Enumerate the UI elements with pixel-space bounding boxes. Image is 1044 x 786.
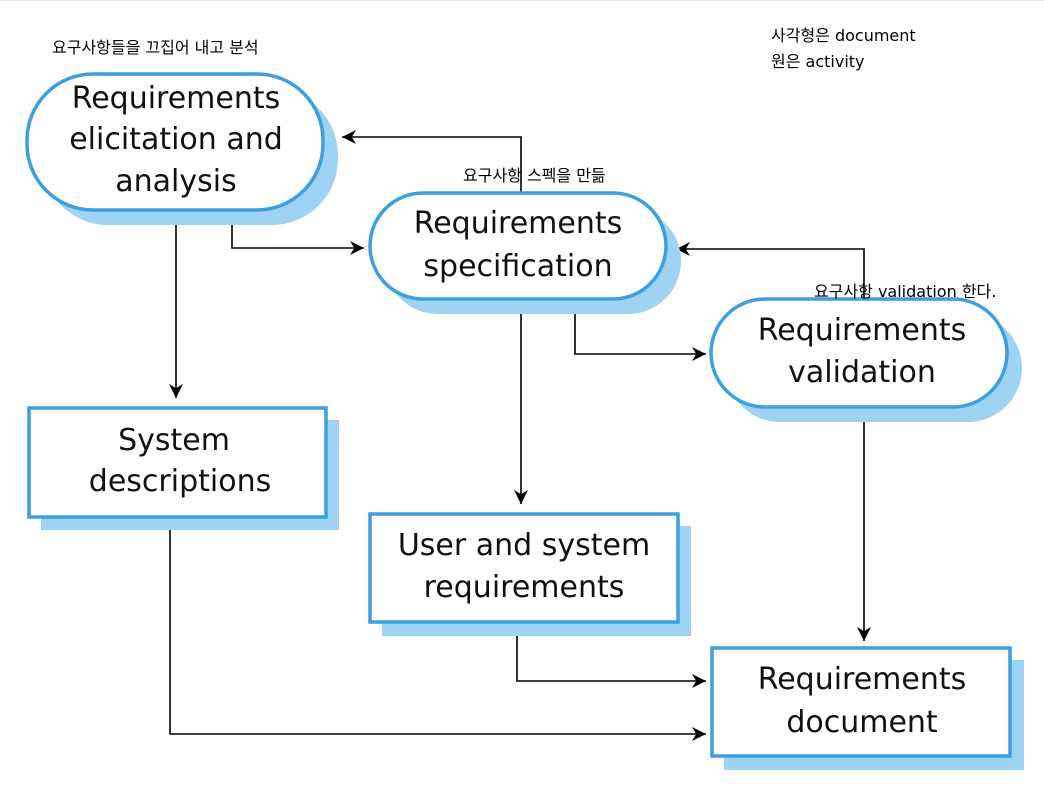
specification-label-line2: specification — [423, 249, 612, 284]
annotation-validation: 요구사항 validation 한다. — [814, 282, 996, 301]
edge-system-descriptions-to-requirements-document — [169, 515, 706, 741]
user-requirements-label-line1: User and system — [398, 528, 650, 563]
annotation-specification: 요구사항 스펙을 만듦 — [463, 166, 606, 185]
edge-user-requirements-to-requirements-document — [516, 622, 706, 688]
user-requirements-label-line2: requirements — [424, 570, 625, 605]
requirements-document-label-line1: Requirements — [758, 662, 967, 697]
elicitation-label-line1: Requirements — [72, 81, 281, 116]
legend: 사각형은 document 원은 activity — [771, 26, 916, 71]
specification-label-line1: Requirements — [414, 206, 623, 241]
system-descriptions-shape — [27, 406, 328, 519]
annotation-elicitation: 요구사항들을 끄집어 내고 분석 — [52, 38, 259, 57]
validation-shape — [709, 297, 1009, 409]
elicitation-label-line2: elicitation and — [69, 122, 283, 157]
edges — [169, 130, 871, 741]
system-descriptions-label-line2: descriptions — [89, 464, 271, 499]
system-descriptions-label-line1: System — [118, 423, 230, 458]
document-user-system-requirements: User and system requirements — [368, 512, 691, 636]
user-requirements-shape — [368, 512, 680, 624]
edge-specification-to-elicitation — [342, 130, 522, 193]
legend-rectangle-document: 사각형은 document — [771, 26, 916, 45]
validation-label-line2: validation — [788, 355, 936, 390]
edge-specification-to-validation — [574, 300, 706, 361]
document-system-descriptions: System descriptions — [27, 406, 339, 530]
document-requirements-document: Requirements document — [710, 646, 1024, 770]
specification-shape — [368, 191, 668, 301]
activity-elicitation: Requirements elicitation and analysis — [25, 72, 338, 225]
activity-validation: Requirements validation — [709, 297, 1022, 422]
top-rule — [0, 0, 1044, 1]
legend-circle-activity: 원은 activity — [771, 52, 865, 71]
activity-specification: Requirements specification — [368, 191, 681, 314]
elicitation-label-line3: analysis — [115, 164, 236, 199]
requirements-document-shape — [710, 646, 1012, 758]
elicitation-shape — [25, 72, 325, 212]
edge-validation-to-specification — [676, 242, 865, 300]
requirements-document-label-line2: document — [786, 705, 938, 740]
annotations: 요구사항들을 끄집어 내고 분석 요구사항 스펙을 만듦 요구사항 valida… — [52, 38, 996, 301]
validation-label-line1: Requirements — [758, 313, 967, 348]
